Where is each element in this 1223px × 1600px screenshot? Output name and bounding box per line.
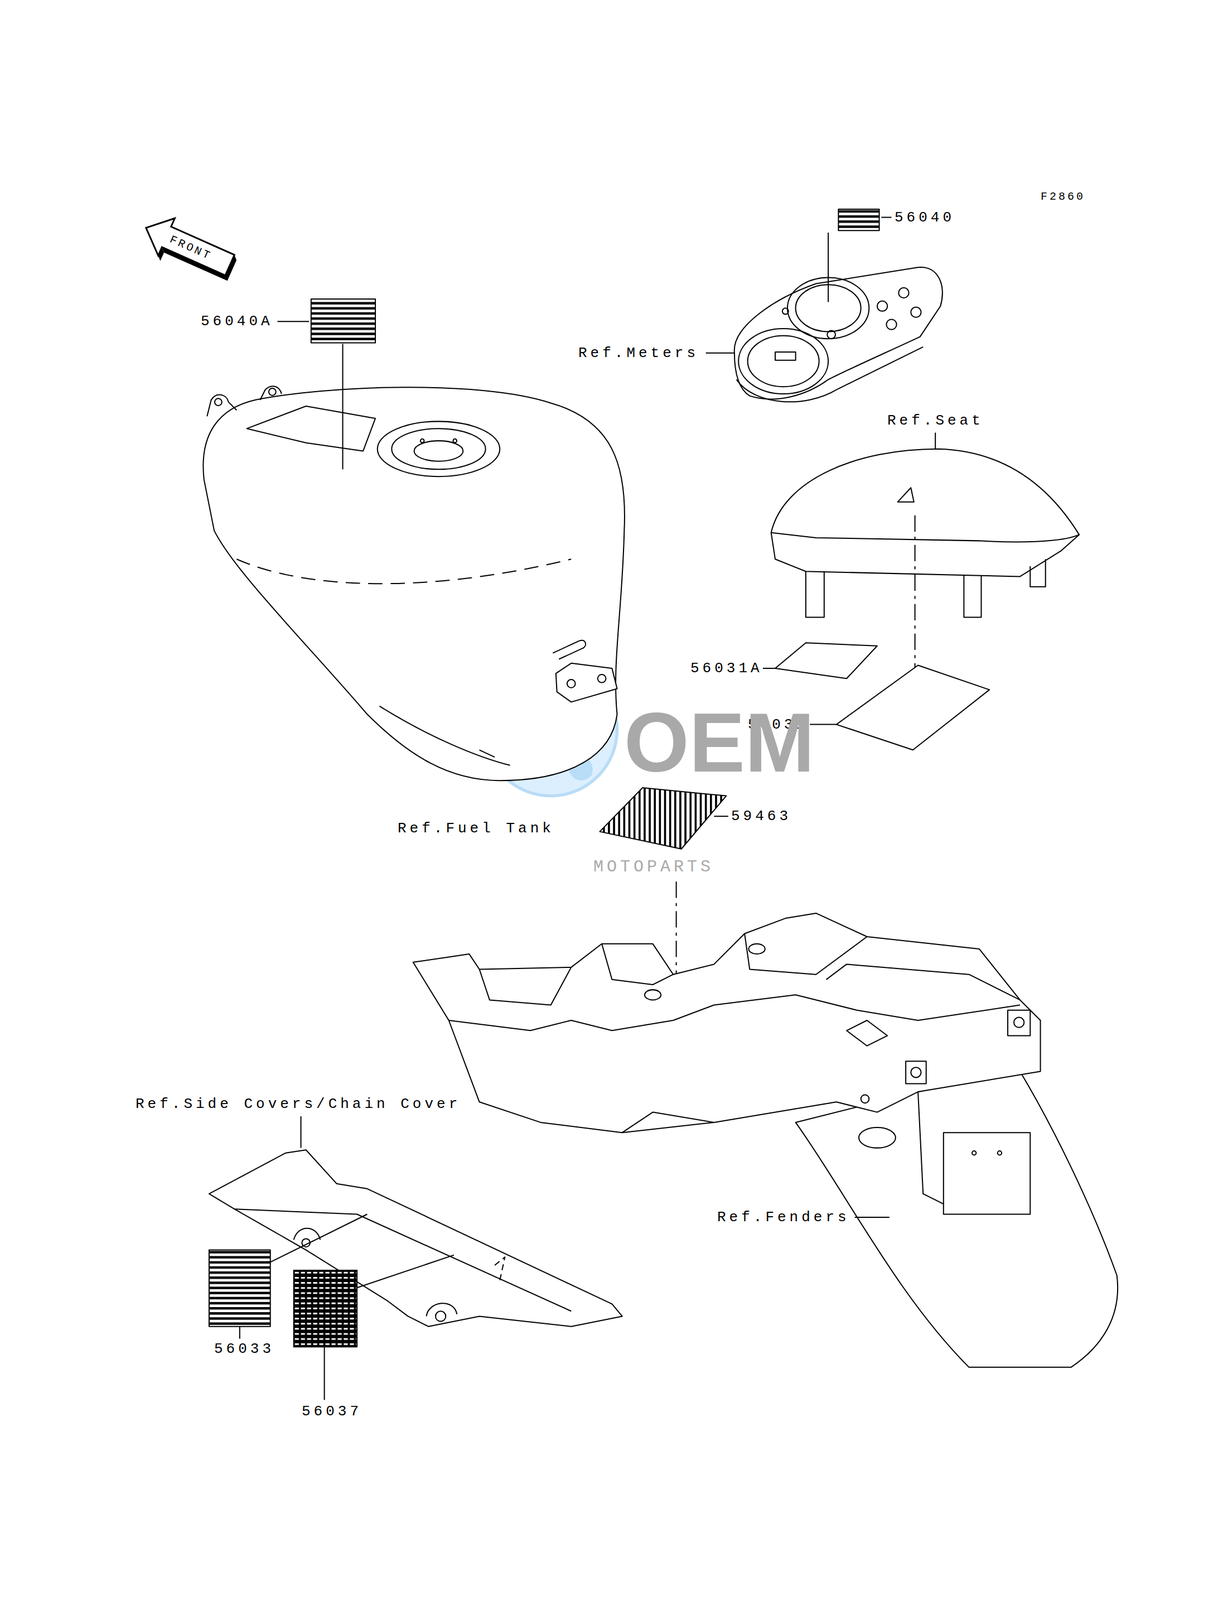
figure-code: F2860 bbox=[1040, 190, 1086, 203]
meter-cluster bbox=[734, 267, 943, 402]
reference-label: Ref.Fenders bbox=[717, 1208, 850, 1226]
chain-cover bbox=[209, 1115, 623, 1327]
label-sticker bbox=[293, 1269, 357, 1347]
leader-line bbox=[881, 216, 892, 219]
watermark: MOTOPARTS bbox=[593, 857, 714, 877]
leader-line bbox=[324, 1346, 326, 1400]
leader-line bbox=[854, 1216, 890, 1218]
leader-line bbox=[277, 320, 309, 322]
reference-label: Ref.Seat bbox=[887, 412, 984, 429]
reference-label: Ref.Meters bbox=[578, 344, 699, 362]
label-sticker bbox=[836, 665, 990, 751]
leader-line bbox=[239, 1326, 241, 1339]
label-sticker bbox=[838, 209, 879, 231]
leader-line bbox=[827, 232, 829, 302]
watermark: OEM bbox=[624, 694, 815, 791]
callout-number: 59463 bbox=[731, 807, 792, 825]
callout-number: 56040 bbox=[894, 209, 955, 226]
leader-line bbox=[706, 352, 735, 354]
callout-number: 56031A bbox=[690, 659, 763, 677]
callout-number: 56037 bbox=[301, 1402, 362, 1420]
reference-label: Ref.Side Covers/Chain Cover bbox=[135, 1095, 461, 1113]
fuel-tank bbox=[202, 343, 625, 781]
front-arrow bbox=[136, 209, 243, 289]
label-sticker bbox=[775, 642, 878, 679]
leader-line bbox=[713, 815, 729, 817]
leader-line bbox=[356, 1254, 454, 1288]
callout-number: 56033 bbox=[214, 1340, 275, 1357]
leader-line bbox=[270, 1214, 368, 1263]
label-sticker bbox=[311, 298, 376, 343]
callout-number: 56040A bbox=[200, 312, 274, 330]
reference-label: Ref.Fuel Tank bbox=[397, 819, 555, 837]
label-sticker bbox=[599, 787, 727, 849]
label-sticker bbox=[209, 1249, 271, 1327]
